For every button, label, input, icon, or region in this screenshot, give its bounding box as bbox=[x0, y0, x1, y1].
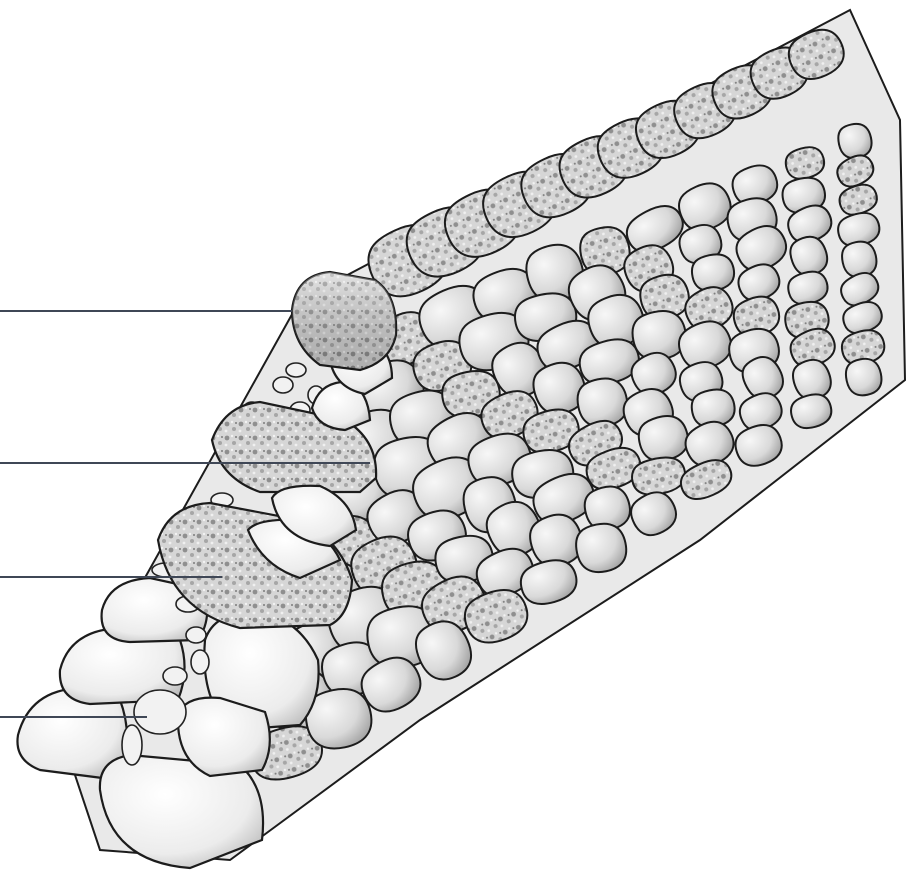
dry-stone-wall-illustration bbox=[0, 0, 923, 877]
